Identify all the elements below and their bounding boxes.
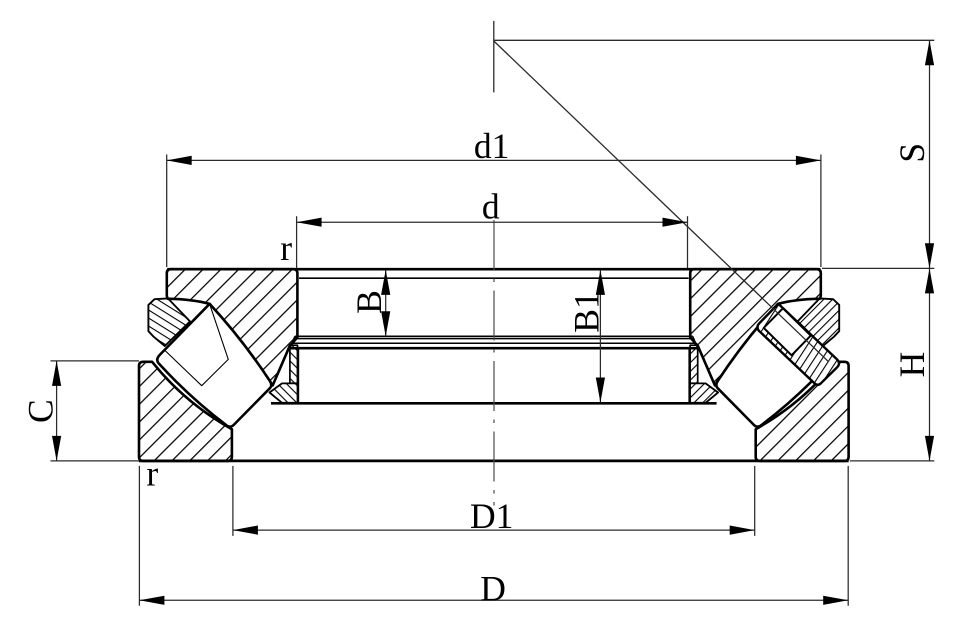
svg-text:S: S xyxy=(892,143,932,163)
svg-text:C: C xyxy=(21,399,61,423)
svg-text:r: r xyxy=(146,454,158,494)
svg-text:d: d xyxy=(482,187,500,227)
svg-text:r: r xyxy=(280,228,292,268)
svg-text:B1: B1 xyxy=(567,291,607,332)
svg-text:d1: d1 xyxy=(474,126,510,166)
svg-text:H: H xyxy=(892,352,932,378)
svg-text:D: D xyxy=(480,569,506,609)
svg-text:D1: D1 xyxy=(470,496,513,536)
svg-text:B: B xyxy=(349,290,389,314)
